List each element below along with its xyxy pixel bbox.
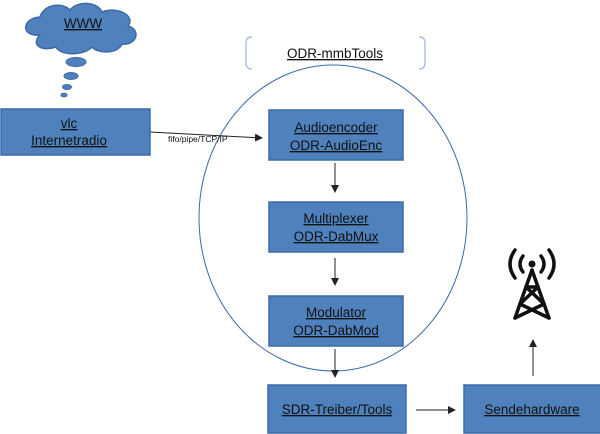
arrow-vlc-to-encoder bbox=[149, 131, 263, 142]
node-vlc-line2: Internetradio bbox=[31, 133, 107, 148]
edge-label-vlc-to-encoder: fifo/pipe/TCP/IP bbox=[168, 134, 228, 144]
radio-tower-icon bbox=[508, 248, 556, 320]
node-modulator-line2: ODR-DabMod bbox=[293, 323, 379, 338]
node-vlc: vlc Internetradio bbox=[0, 108, 151, 156]
cloud-icon bbox=[25, 2, 137, 98]
node-sdr-label: SDR-Treiber/Tools bbox=[282, 402, 393, 417]
node-audioencoder-line1: Audioencoder bbox=[294, 120, 378, 135]
node-vlc-line1: vlc bbox=[61, 116, 78, 131]
group-title: ODR-mmbTools bbox=[287, 46, 383, 61]
node-multiplexer: Multiplexer ODR-DabMux bbox=[268, 201, 404, 253]
node-modulator: Modulator ODR-DabMod bbox=[268, 295, 404, 347]
cloud-label: WWW bbox=[64, 16, 102, 31]
node-sendehardware: Sendehardware bbox=[463, 384, 600, 434]
node-audioencoder: Audioencoder ODR-AudioEnc bbox=[268, 109, 404, 161]
node-audioencoder-line2: ODR-AudioEnc bbox=[290, 138, 383, 153]
group-bracket bbox=[245, 36, 426, 70]
node-sendehardware-label: Sendehardware bbox=[484, 402, 579, 417]
node-multiplexer-line1: Multiplexer bbox=[303, 211, 369, 226]
node-modulator-line1: Modulator bbox=[306, 305, 367, 320]
node-sdr: SDR-Treiber/Tools bbox=[267, 384, 407, 434]
node-multiplexer-line2: ODR-DabMux bbox=[294, 229, 379, 244]
